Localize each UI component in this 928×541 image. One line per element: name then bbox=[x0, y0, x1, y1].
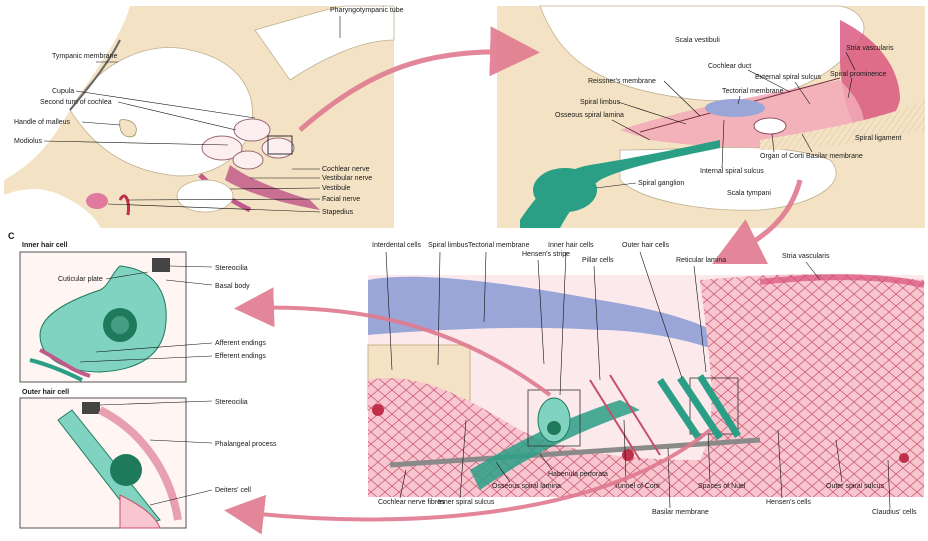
label-stria-vascularis-c: Stria vascularis bbox=[782, 253, 830, 260]
inner-hair-cell-main bbox=[538, 398, 570, 442]
label-reissners-membrane: Reissner's membrane bbox=[588, 78, 656, 85]
inset-outer-title: Outer hair cell bbox=[22, 389, 69, 396]
label-inner-hair-cells: Inner hair cells bbox=[548, 242, 594, 249]
label-stria-vascularis: Stria vascularis bbox=[846, 45, 894, 52]
label-organ-of-corti: Organ of Corti bbox=[760, 153, 804, 160]
panel-c-letter: C bbox=[8, 231, 15, 241]
label-claudius-cells: Claudius' cells bbox=[872, 509, 917, 516]
label-inner-spiral-sulcus: Inner spiral sulcus bbox=[438, 499, 495, 506]
label-basal-body: Basal body bbox=[215, 283, 250, 290]
nucleolus bbox=[111, 316, 129, 334]
label-stereocilia-inner: Stereocilia bbox=[215, 265, 248, 272]
label-phalangeal-process: Phalangeal process bbox=[215, 441, 277, 448]
label-scala-tympani: Scala tympani bbox=[727, 190, 771, 197]
stereocilia-bundle-inner bbox=[152, 258, 170, 272]
label-osseous-spiral-lamina-c: Osseous spiral lamina bbox=[492, 483, 561, 490]
panel-b: Scala vestibuli Stria vascularis Cochlea… bbox=[497, 6, 925, 228]
vessel-main-3 bbox=[899, 453, 909, 463]
label-interdental-cells: Interdental cells bbox=[372, 242, 422, 249]
panel-c: C Interdental cells Spiral limbus Tect bbox=[8, 231, 924, 528]
vessel-main-2 bbox=[622, 449, 634, 461]
label-tunnel-of-corti: Tunnel of Corti bbox=[614, 483, 660, 490]
label-spiral-limbus: Spiral limbus bbox=[580, 99, 621, 106]
label-spiral-limbus-c: Spiral limbus bbox=[428, 242, 469, 249]
label-tympanic-membrane: Tympanic membrane bbox=[52, 53, 117, 60]
label-cochlear-nerve: Cochlear nerve bbox=[322, 166, 370, 173]
label-stapedius: Stapedius bbox=[322, 209, 354, 216]
inner-hair-cell-nucleus bbox=[547, 421, 561, 435]
label-internal-spiral-sulcus: Internal spiral sulcus bbox=[700, 168, 764, 175]
label-deiters-cell: Deiters' cell bbox=[215, 487, 251, 494]
spiral-ganglion-shape bbox=[533, 168, 597, 212]
label-outer-hair-cells: Outer hair cells bbox=[622, 242, 670, 249]
label-efferent-endings: Efferent endings bbox=[215, 353, 266, 360]
vessel-main-1 bbox=[372, 404, 384, 416]
inset-inner-hair-cell: Inner hair cell Stereocilia Cuticular pl… bbox=[20, 242, 266, 382]
label-outer-spiral-sulcus: Outer spiral sulcus bbox=[826, 483, 884, 490]
label-spiral-ligament: Spiral ligament bbox=[855, 135, 901, 142]
label-vestibular-nerve: Vestibular nerve bbox=[322, 175, 372, 182]
inset-outer-hair-cell: Outer hair cell Stereocilia Phalangeal p… bbox=[20, 389, 277, 528]
label-osseous-spiral-lamina: Osseous spiral lamina bbox=[555, 112, 624, 119]
label-cochlear-nerve-fibres: Cochlear nerve fibres bbox=[378, 499, 445, 506]
label-afferent-endings: Afferent endings bbox=[215, 340, 266, 347]
label-hensens-cells: Hensen's cells bbox=[766, 499, 811, 506]
label-spiral-ganglion: Spiral ganglion bbox=[638, 180, 684, 187]
label-external-spiral-sulcus: External spiral sulcus bbox=[755, 74, 822, 81]
label-habenula-perforata: Habenula perforata bbox=[548, 471, 608, 478]
label-stereocilia-outer: Stereocilia bbox=[215, 399, 248, 406]
label-handle-of-malleus: Handle of malleus bbox=[14, 119, 71, 126]
label-tectorial-membrane: Tectorial membrane bbox=[722, 88, 784, 95]
label-facial-nerve: Facial nerve bbox=[322, 196, 360, 203]
organ-of-corti-shape bbox=[754, 118, 786, 134]
stapedius-shape bbox=[86, 193, 108, 209]
panel-a: Pharyngotympanic tube Tympanic membrane … bbox=[4, 6, 404, 228]
label-pharyngotympanic-tube: Pharyngotympanic tube bbox=[330, 7, 404, 14]
stereocilia-bundle-outer bbox=[82, 402, 100, 414]
label-spaces-of-nuel: Spaces of Nuel bbox=[698, 483, 746, 490]
label-scala-vestibuli: Scala vestibuli bbox=[675, 37, 720, 44]
outer-hair-cell-nucleus-inset bbox=[110, 454, 142, 486]
inset-inner-title: Inner hair cell bbox=[22, 242, 68, 249]
label-tectorial-membrane-c: Tectorial membrane bbox=[468, 242, 530, 249]
label-hensens-stripe: Hensen's stripe bbox=[522, 251, 570, 258]
label-reticular-lamina: Reticular lamina bbox=[676, 257, 726, 264]
label-second-turn: Second turn of cochlea bbox=[40, 99, 112, 106]
label-spiral-prominence: Spiral prominence bbox=[830, 71, 887, 78]
label-vestibule: Vestibule bbox=[322, 185, 351, 192]
label-modiolus: Modiolus bbox=[14, 138, 43, 145]
label-pillar-cells: Pillar cells bbox=[582, 257, 614, 264]
label-cochlear-duct: Cochlear duct bbox=[708, 63, 751, 70]
tectorial-membrane-shape bbox=[705, 99, 765, 117]
label-cupula: Cupula bbox=[52, 88, 74, 95]
label-basilar-membrane-c: Basilar membrane bbox=[652, 509, 709, 516]
label-basilar-membrane: Basilar membrane bbox=[806, 153, 863, 160]
label-cuticular-plate: Cuticular plate bbox=[58, 276, 103, 283]
